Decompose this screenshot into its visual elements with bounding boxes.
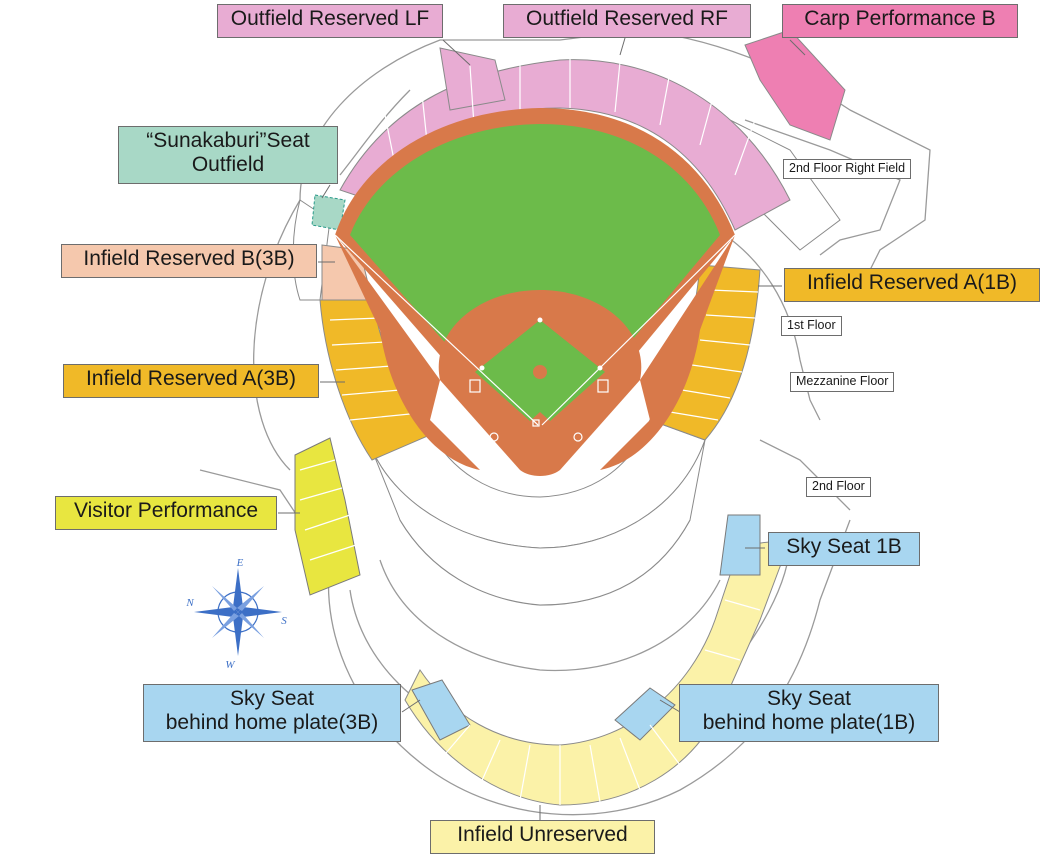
compass-rose: E N S W bbox=[185, 557, 287, 671]
compass-south: S bbox=[281, 615, 287, 627]
label-infield-reserved-b-3b: Infield Reserved B(3B) bbox=[61, 244, 317, 278]
label-sky-seat-home-plate-3b: Sky Seat behind home plate(3B) bbox=[143, 684, 401, 742]
foul-territory-right bbox=[600, 235, 735, 470]
label-sky-seat-home-plate-1b: Sky Seat behind home plate(1B) bbox=[679, 684, 939, 742]
second-base bbox=[537, 317, 543, 323]
label-outfield-reserved-rf: Outfield Reserved RF bbox=[503, 4, 751, 38]
label-1st-floor: 1st Floor bbox=[781, 316, 842, 336]
label-outfield-reserved-lf: Outfield Reserved LF bbox=[217, 4, 443, 38]
label-carp-performance-b: Carp Performance B bbox=[782, 4, 1018, 38]
label-visitor-performance: Visitor Performance bbox=[55, 496, 277, 530]
label-infield-reserved-a-3b: Infield Reserved A(3B) bbox=[63, 364, 319, 398]
foul-territory-left bbox=[335, 235, 480, 470]
visitor-performance-block bbox=[294, 437, 361, 596]
sky-seat-home-1b-block bbox=[614, 687, 676, 741]
label-sunakaburi-seat-outfield: “Sunakaburi”Seat Outfield bbox=[118, 126, 338, 184]
outfield-lf-upper-block bbox=[439, 47, 506, 111]
label-mezzanine-floor: Mezzanine Floor bbox=[790, 372, 895, 392]
foul-lines bbox=[334, 234, 736, 442]
sky-seat-1b-block bbox=[719, 514, 761, 576]
label-infield-reserved-a-1b: Infield Reserved A(1B) bbox=[784, 268, 1040, 302]
outfield-grass bbox=[350, 124, 720, 450]
third-base bbox=[479, 365, 485, 371]
compass-east: E bbox=[236, 557, 244, 569]
leader-lines bbox=[278, 37, 806, 822]
label-2nd-floor: 2nd Floor bbox=[806, 477, 871, 497]
carp-performance-b-block bbox=[744, 29, 846, 141]
seat-dividers bbox=[299, 58, 761, 805]
label-infield-unreserved: Infield Unreserved bbox=[430, 820, 655, 854]
first-base bbox=[597, 365, 603, 371]
label-2nd-floor-right-field: 2nd Floor Right Field bbox=[783, 159, 912, 179]
compass-north: N bbox=[185, 597, 194, 609]
home-plate-area bbox=[520, 412, 560, 458]
pitchers-mound bbox=[533, 365, 547, 379]
compass-west: W bbox=[225, 659, 235, 671]
label-sky-seat-1b: Sky Seat 1B bbox=[768, 532, 920, 566]
